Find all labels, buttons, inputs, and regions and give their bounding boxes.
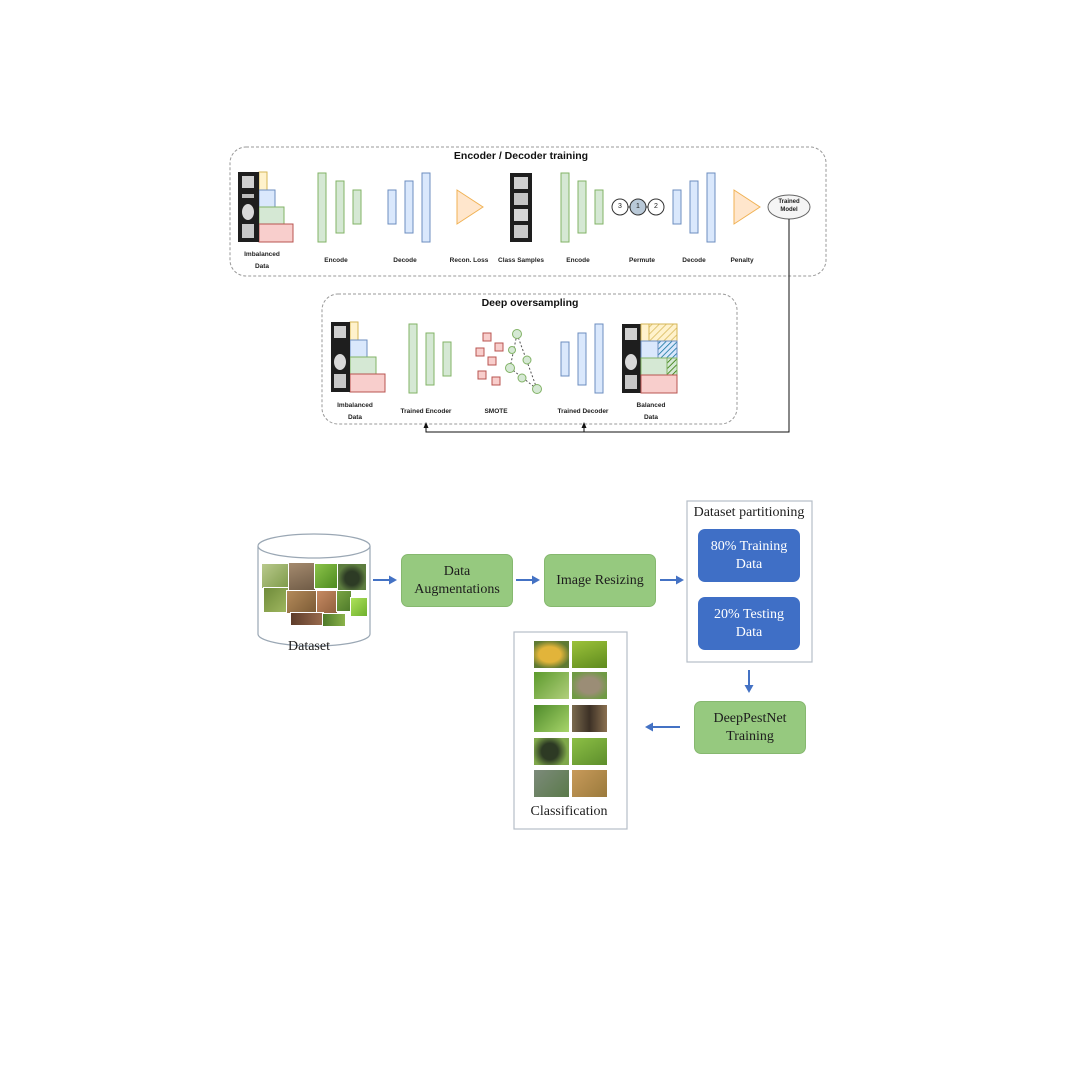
encoder-bars-2: [560, 172, 604, 243]
encoder-panel-title: Encoder / Decoder training: [453, 150, 589, 162]
imbalanced-data-icon: [238, 171, 294, 243]
trained-decoder-label: Trained Decoder: [557, 408, 609, 415]
recon-loss-label: Recon. Loss: [449, 257, 489, 264]
dataset-photo: [337, 563, 367, 591]
trained-model-label: Trained Model: [778, 199, 800, 213]
encoder-bars-1: [317, 172, 362, 243]
dataset-photo: [322, 613, 346, 627]
dataset-photo: [290, 612, 324, 626]
data-augmentations-step: Data Augmentations: [401, 554, 513, 607]
decode-label-1: Decode: [393, 257, 417, 264]
encoder-panel-border: [229, 146, 827, 277]
recon-loss-triangle: [456, 189, 484, 225]
encode-label-1: Encode: [324, 257, 348, 264]
decode-label-2: Decode: [682, 257, 706, 264]
dataset-label: Dataset: [288, 639, 330, 654]
classified-photo: [533, 671, 570, 700]
trained-model-connector: [425, 219, 790, 433]
dataset-photo: [350, 597, 368, 617]
decoder-bars-2: [672, 172, 716, 243]
oversampling-panel-border: [321, 293, 738, 425]
class-samples-label: Class Samples: [498, 257, 544, 264]
deeppestnet-training-step: DeepPestNet Training: [694, 701, 806, 754]
classified-photo: [571, 671, 608, 700]
pipeline-arrows: [373, 575, 754, 732]
classification-label: Classification: [530, 804, 608, 819]
classified-photo: [571, 640, 608, 669]
classified-photo: [571, 737, 608, 766]
classified-photo: [571, 704, 608, 733]
imbalanced-data-icon-2: [331, 321, 386, 393]
classified-photo: [533, 640, 570, 669]
permute-nodes: [611, 198, 665, 216]
dataset-photo: [288, 562, 316, 592]
smote-label: SMOTE: [484, 408, 508, 415]
image-resizing-step: Image Resizing: [544, 554, 656, 607]
dataset-photo: [261, 563, 289, 589]
dataset-photo: [314, 563, 338, 589]
arrowhead-trained-encoder: [423, 422, 429, 428]
dataset-photo: [263, 587, 289, 613]
arrowhead-trained-decoder: [581, 422, 587, 428]
classified-photo: [533, 769, 570, 798]
dataset-photo: [286, 590, 318, 614]
trained-decoder-bars: [560, 323, 604, 394]
classified-photo: [533, 737, 570, 766]
trained-encoder-label: Trained Encoder: [400, 408, 452, 415]
balanced-data-label: Balanced Data: [636, 402, 666, 421]
decoder-bars-1: [387, 172, 431, 243]
imbalanced-data-label: Imbalanced Data: [244, 251, 280, 270]
partition-title: Dataset partitioning: [693, 505, 805, 520]
classification-box: [513, 631, 628, 830]
encode-label-2: Encode: [566, 257, 590, 264]
class-samples-icon: [510, 173, 532, 242]
imbalanced-data-label-2: Imbalanced Data: [337, 402, 373, 421]
permute-label: Permute: [628, 257, 656, 264]
classified-photo: [533, 704, 570, 733]
testing-data-box: 20% Testing Data: [698, 597, 800, 650]
training-data-box: 80% Training Data: [698, 529, 800, 582]
smote-scatter: [475, 329, 542, 394]
encoder-decoder-graphics: [229, 146, 827, 433]
penalty-label: Penalty: [730, 257, 754, 264]
balanced-data-icon: [622, 323, 678, 394]
oversampling-panel-title: Deep oversampling: [481, 297, 579, 309]
penalty-triangle: [733, 189, 761, 225]
trained-encoder-bars: [408, 323, 452, 394]
classified-photo: [571, 769, 608, 798]
